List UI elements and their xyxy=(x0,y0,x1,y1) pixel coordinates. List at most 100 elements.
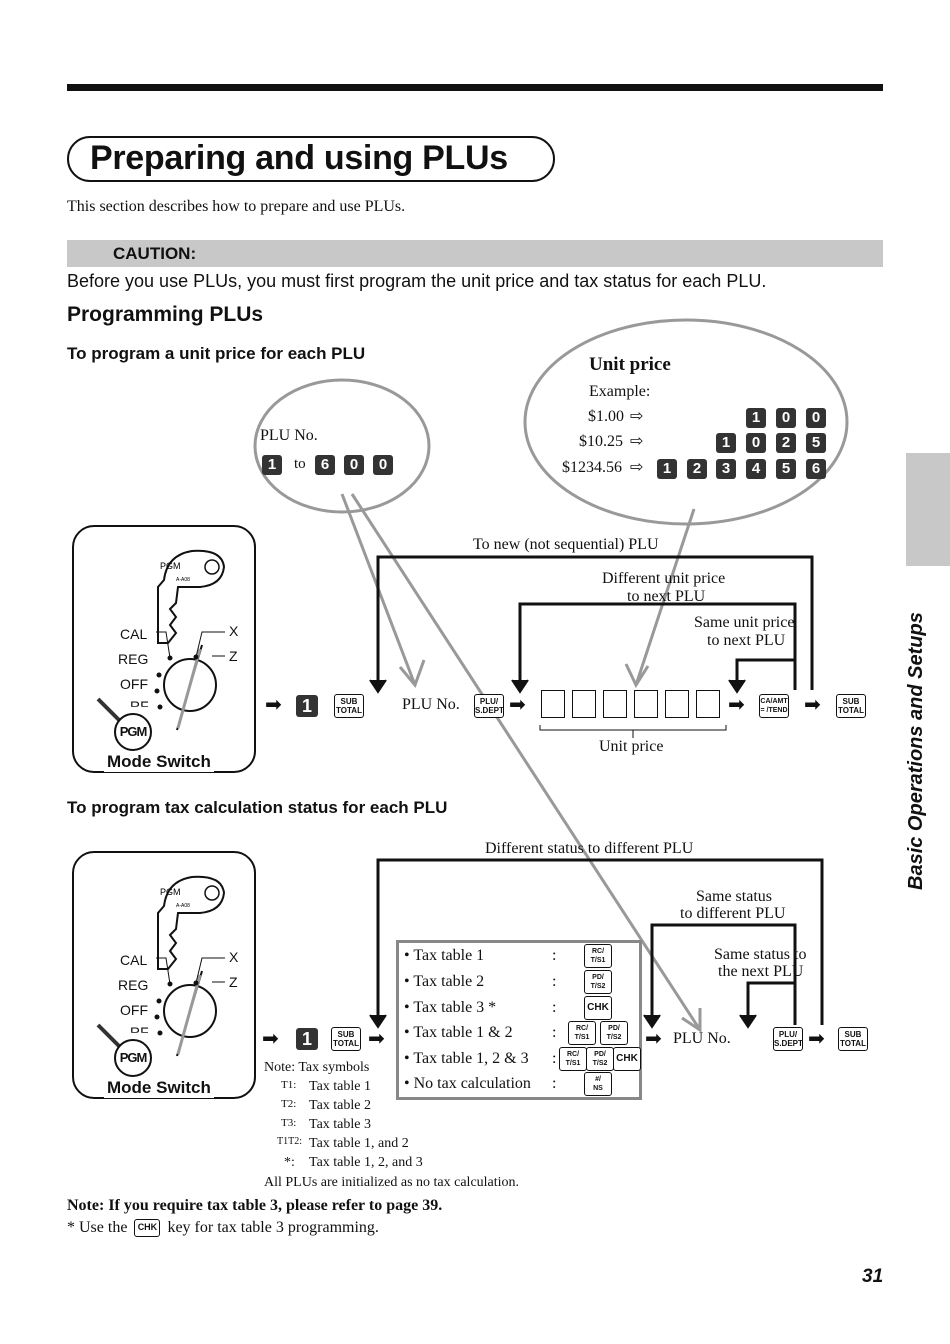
loop-same-diff-2: to different PLU xyxy=(680,905,786,922)
arrow-icon: ➡ xyxy=(808,1028,825,1050)
tax-option-1: • Tax table 1 xyxy=(404,947,485,964)
tax-option-5: • Tax table 1, 2 & 3 xyxy=(404,1050,529,1067)
unit-price-heading: To program a unit price for each PLU xyxy=(67,344,366,363)
plu-bubble-label: PLU No. xyxy=(260,427,318,444)
plu-sdept-key[interactable]: PLU/S.DEPT xyxy=(773,1027,803,1051)
price-digit-cell xyxy=(634,690,658,718)
key-5: 5 xyxy=(806,433,826,453)
mode-switch-panel xyxy=(72,851,256,1099)
rc-ts1-key[interactable]: RC/T/S1 xyxy=(568,1021,596,1045)
chk-key[interactable]: CHK xyxy=(134,1219,161,1238)
arrow-icon: ➡ xyxy=(728,694,745,716)
key-1: 1 xyxy=(716,433,736,453)
price-digit-cell xyxy=(541,690,565,718)
key-1: 1 xyxy=(746,408,766,428)
colon: : xyxy=(552,1024,557,1041)
example-label: Example: xyxy=(589,383,651,400)
mode-switch-panel xyxy=(72,525,256,773)
tax-symbol: T1T2: xyxy=(277,1136,302,1147)
pos-z: Z xyxy=(229,648,238,664)
price-digit-cell xyxy=(603,690,627,718)
pos-cal: CAL xyxy=(120,626,148,642)
pos-x: X xyxy=(229,949,239,965)
rc-ts1-key[interactable]: RC/T/S1 xyxy=(559,1047,587,1071)
ca-amt-key[interactable]: CA/AMT= /TEND xyxy=(759,694,789,718)
pos-rf: RF xyxy=(130,1024,149,1040)
tax-symbol-desc: Tax table 1, 2, and 3 xyxy=(309,1155,423,1170)
tax-symbol-desc: Tax table 2 xyxy=(309,1098,371,1113)
intro-text: This section describes how to prepare an… xyxy=(67,198,406,215)
pen-icon xyxy=(96,1023,122,1049)
mode-switch-label: Mode Switch xyxy=(104,1078,214,1098)
key-0: 0 xyxy=(746,433,766,453)
loop-new-plu: To new (not sequential) PLU xyxy=(473,536,659,553)
price-digit-cell xyxy=(696,690,720,718)
loop-diff-status: Different status to different PLU xyxy=(485,840,694,857)
loop-diff-price-2: to next PLU xyxy=(627,588,706,605)
pd-ts2-key[interactable]: PD/T/S2 xyxy=(586,1047,614,1071)
caution-label: CAUTION: xyxy=(113,244,197,263)
tax-symbol: T2: xyxy=(281,1098,297,1110)
key-pgm-label: PGM xyxy=(160,561,181,571)
colon: : xyxy=(552,1050,557,1067)
loop-same-next-1: Same status to xyxy=(714,946,807,963)
tax-symbol: T1: xyxy=(281,1079,297,1091)
plu-no-label: PLU No. xyxy=(402,696,460,713)
plu-sdept-key[interactable]: PLU/S.DEPT xyxy=(474,694,504,718)
key-0: 0 xyxy=(776,408,796,428)
tax-heading: To program tax calculation status for ea… xyxy=(67,798,448,817)
tax-symbol-desc: Tax table 1 xyxy=(309,1079,371,1094)
pos-reg: REG xyxy=(118,977,149,993)
key-1: 1 xyxy=(296,695,318,717)
arrow-icon: ➡ xyxy=(265,694,282,716)
key-0: 0 xyxy=(373,455,393,475)
pgm-badge: PGM xyxy=(114,713,152,751)
top-rule xyxy=(67,84,883,91)
colon: : xyxy=(552,973,557,990)
pos-z: Z xyxy=(229,974,238,990)
key-6: 6 xyxy=(315,455,335,475)
tax-options-box xyxy=(396,940,642,1100)
colon: : xyxy=(552,947,557,964)
key-0: 0 xyxy=(344,455,364,475)
ns-key[interactable]: #/NS xyxy=(584,1072,612,1096)
key-5: 5 xyxy=(776,459,796,479)
key-2: 2 xyxy=(687,459,707,479)
plu-bubble xyxy=(253,378,431,514)
chk-key[interactable]: CHK xyxy=(613,1047,641,1071)
star-suffix: key for tax table 3 programming. xyxy=(167,1219,379,1236)
tax-symbol-desc: Tax table 3 xyxy=(309,1117,371,1132)
pos-cal: CAL xyxy=(120,952,148,968)
key-4: 4 xyxy=(746,459,766,479)
footer-star-note: * Use the CHK key for tax table 3 progra… xyxy=(67,1219,379,1238)
star-prefix: * Use the xyxy=(67,1219,128,1236)
tax-option-6: • No tax calculation xyxy=(404,1075,531,1092)
tax-symbol: *: xyxy=(284,1155,295,1170)
pd-ts2-key[interactable]: PD/T/S2 xyxy=(600,1021,628,1045)
pgm-badge: PGM xyxy=(114,1039,152,1077)
key-3: 3 xyxy=(716,459,736,479)
caution-bar xyxy=(67,240,883,267)
amount-1: $1.00 xyxy=(588,408,624,425)
key-6: 6 xyxy=(806,459,826,479)
tax-option-3: • Tax table 3 * xyxy=(404,999,497,1016)
footer-note: Note: If you require tax table 3, please… xyxy=(67,1197,443,1214)
key-icon xyxy=(157,875,226,970)
rc-ts1-key[interactable]: RC/T/S1 xyxy=(584,944,612,968)
price-digit-cell xyxy=(665,690,689,718)
colon: : xyxy=(552,1075,557,1092)
loop-same-price-1: Same unit price xyxy=(694,614,795,631)
key-pgm-label: PGM xyxy=(160,887,181,897)
tax-option-4: • Tax table 1 & 2 xyxy=(404,1024,513,1041)
to-word: to xyxy=(294,456,306,472)
pd-ts2-key[interactable]: PD/T/S2 xyxy=(584,970,612,994)
pos-x: X xyxy=(229,623,239,639)
chk-key[interactable]: CHK xyxy=(584,996,612,1020)
mode-switch-drawing: PGM A-A08 xyxy=(96,875,226,1057)
loop-same-diff-1: Same status xyxy=(696,888,772,905)
hollow-arrow-icon: ⇨ xyxy=(630,459,644,476)
